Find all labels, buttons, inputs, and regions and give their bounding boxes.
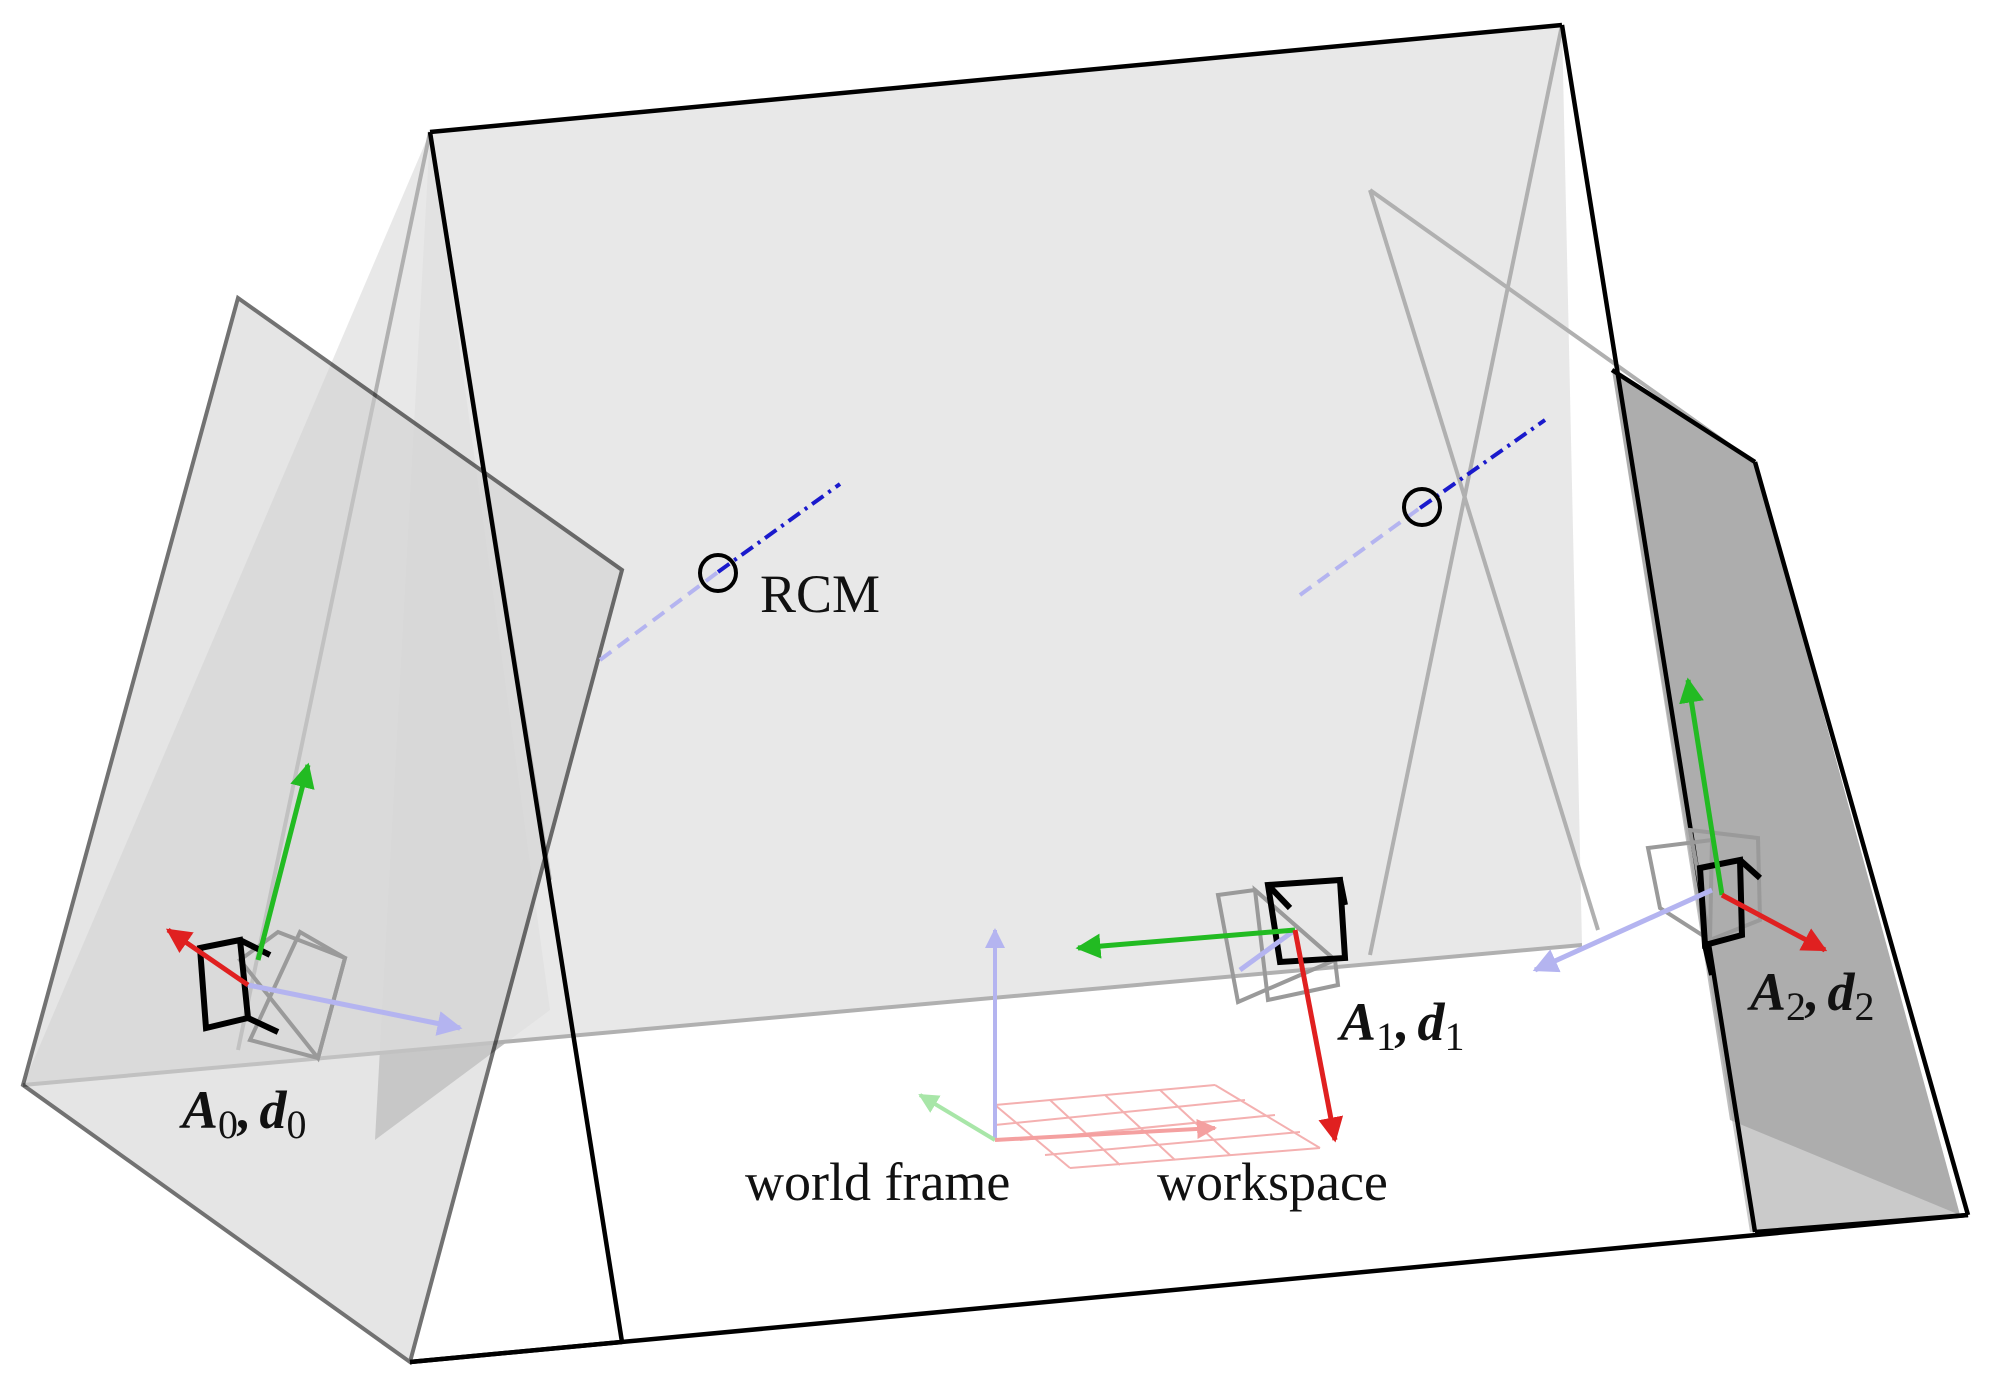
camera-0-x-arrow (165, 927, 250, 988)
world-frame-label: world frame (745, 1152, 1010, 1212)
right-camera-plane (1612, 370, 1960, 1232)
rcm-circle-icon (698, 553, 738, 593)
camera-2-label: A2,d2 (1747, 962, 1875, 1029)
camera-0-y-arrow (255, 762, 315, 961)
camera-frustum-icon-2 (1645, 827, 1763, 976)
workspace-label: workspace (1157, 1152, 1388, 1212)
camera-1-x-arrow (1292, 929, 1344, 1143)
camera-2-z-arrow (1532, 887, 1714, 973)
rcm-circle-icon-right (1402, 487, 1442, 527)
world-frame-x-arrow (994, 1118, 1217, 1142)
camera-1-z-arrow (1238, 927, 1297, 973)
rcm-label: RCM (760, 564, 880, 624)
frame-edges (409, 22, 1971, 1365)
camera-2-y-arrow (1679, 677, 1725, 896)
rcm-line-right (1298, 418, 1547, 597)
camera-1-label: A1,d1 (1337, 992, 1465, 1059)
camera-0-z-arrow (247, 982, 463, 1036)
camera-0-label: A0,d0 (179, 1080, 307, 1147)
workspace-grid (994, 1084, 1321, 1169)
camera-frustum-icon-1 (1215, 876, 1349, 1005)
world-frame-y-arrow (918, 1093, 997, 1142)
camera-1-y-arrow (1075, 927, 1296, 959)
rcm-line-left (598, 482, 842, 662)
camera-2-x-arrow (1720, 892, 1828, 953)
